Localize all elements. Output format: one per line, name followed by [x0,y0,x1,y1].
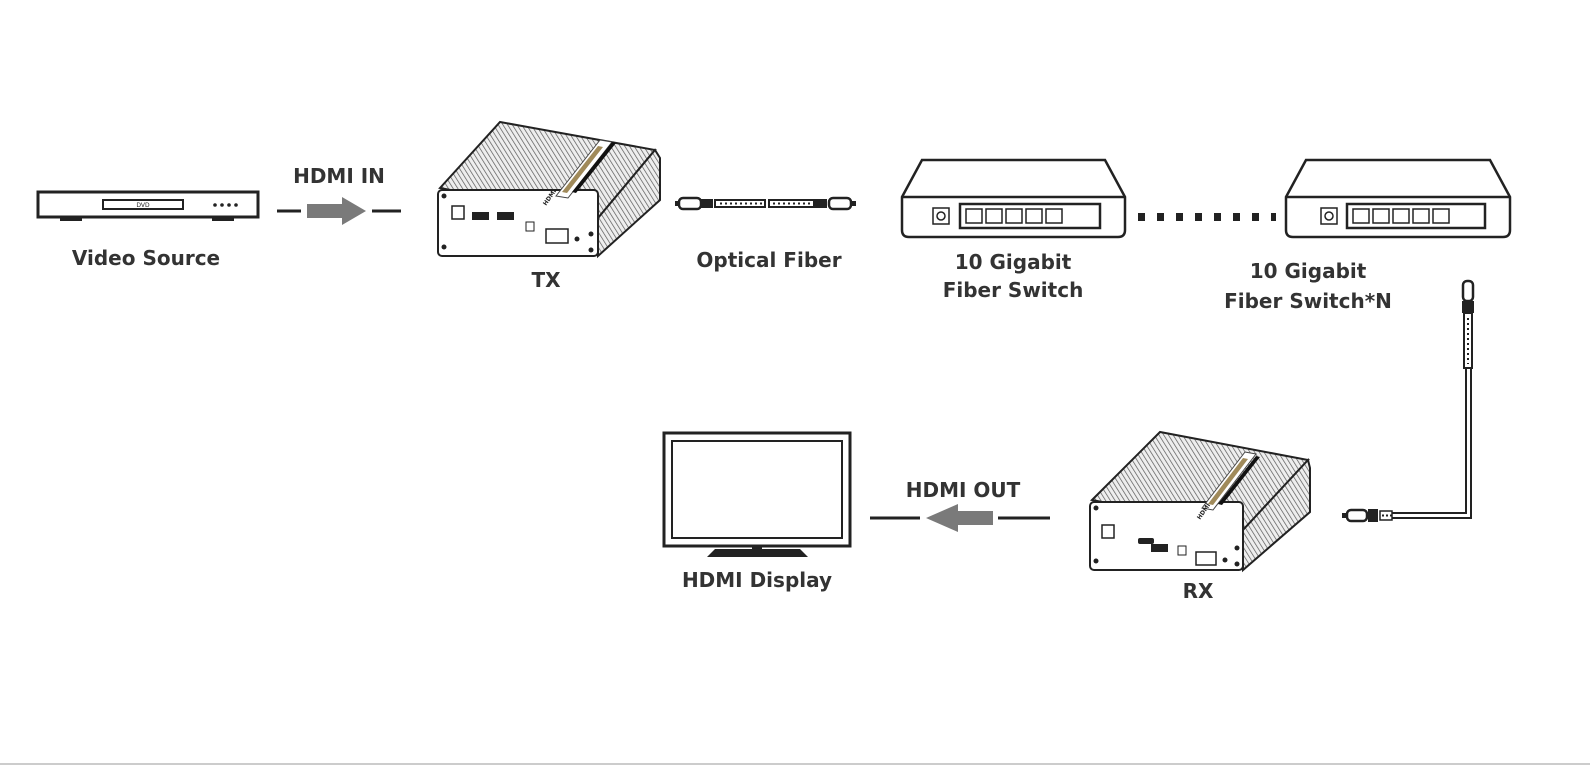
dvd-label: DVD [136,202,150,209]
optical-fiber-label: Optical Fiber [696,248,841,272]
switch2-label-line1: 10 Gigabit [1250,259,1367,283]
switch1-label-line2: Fiber Switch [943,278,1084,302]
hdmi-display-label: HDMI Display [682,568,832,592]
tx-device-icon: HDMI [437,120,661,259]
fiber-switch-n-icon [1284,158,1512,239]
optical-fiber-cable-icon [675,196,856,211]
video-source-label: Video Source [72,246,220,270]
fiber-switch-icon [900,158,1127,239]
switch2-label-line2: Fiber Switch*N [1224,289,1392,313]
hdmi-out-label: HDMI OUT [906,478,1021,502]
fiber-cable-icon [1342,279,1475,523]
hdmi-in-label: HDMI IN [293,164,385,188]
rx-device-icon: HDMI [1089,430,1311,573]
arrow-left-icon [870,504,1050,532]
dvd-player-icon: DVD [36,190,260,221]
switch1-label-line1: 10 Gigabit [955,250,1072,274]
rx-label: RX [1183,579,1214,603]
arrow-right-icon [277,197,401,225]
tx-label: TX [531,268,561,292]
tv-display-icon [662,431,852,557]
